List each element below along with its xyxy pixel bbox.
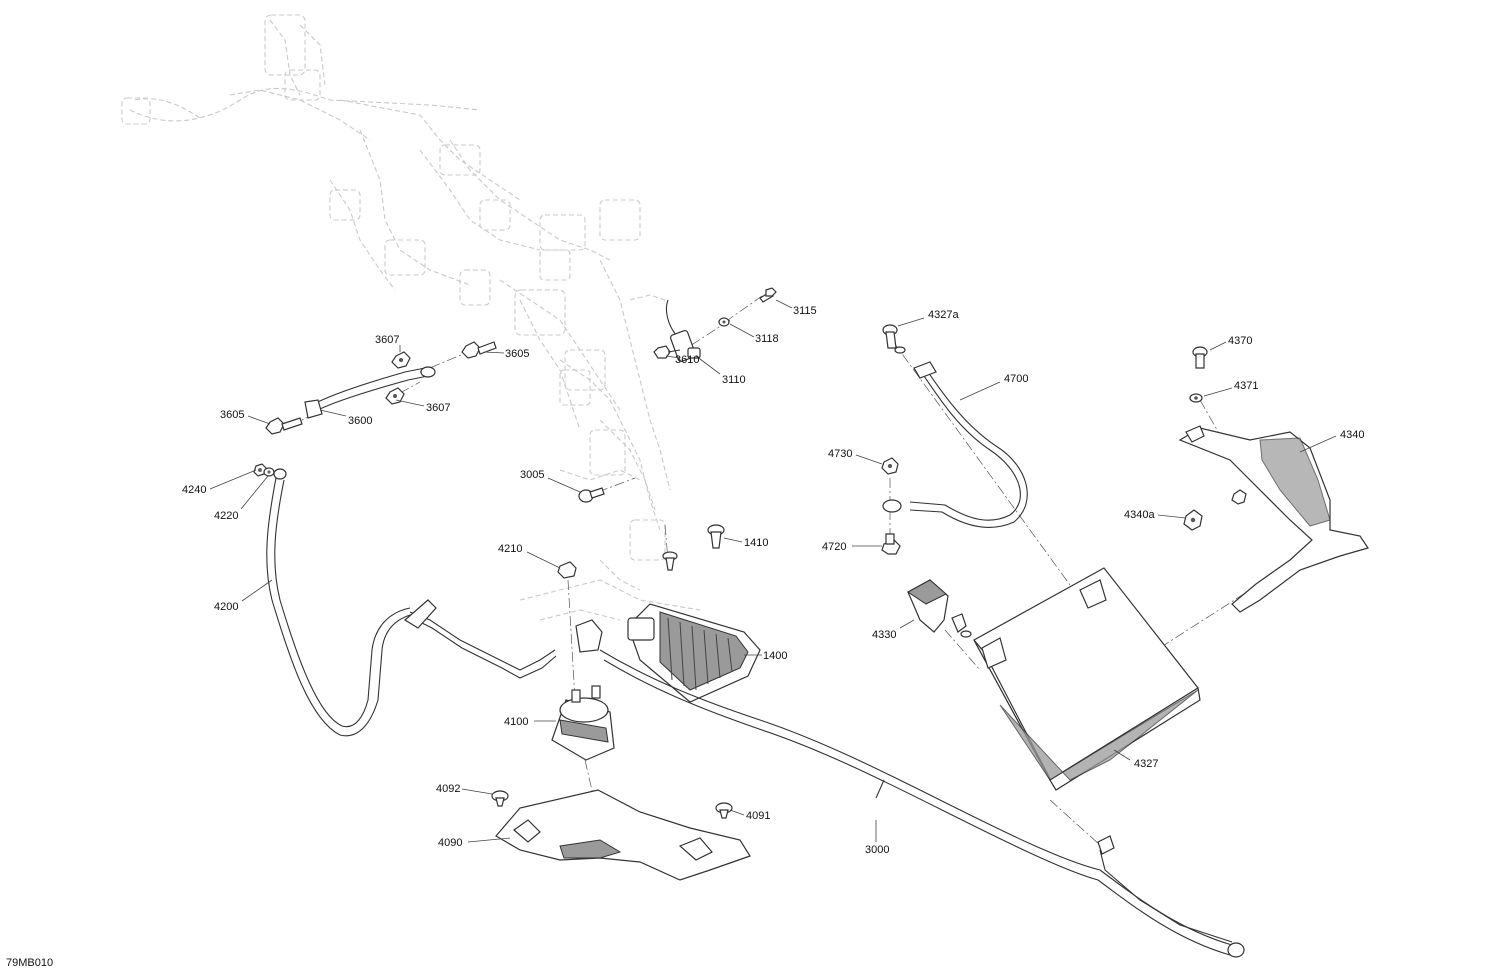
battery-4327 xyxy=(973,567,1201,791)
label-3115: 3115 xyxy=(793,305,817,317)
screw-4092 xyxy=(491,790,509,807)
cable-4700 xyxy=(882,361,1028,528)
nut-4730 xyxy=(881,457,899,475)
screw-3005 xyxy=(578,487,605,503)
label-3607-bottom: 3607 xyxy=(426,402,450,414)
bolt-1410 xyxy=(662,524,725,571)
ground-strap-3600 xyxy=(304,366,436,419)
nut-4210 xyxy=(557,561,577,579)
leader-lines xyxy=(209,299,1337,843)
label-4100: 4100 xyxy=(504,716,528,728)
label-4327: 4327 xyxy=(1134,758,1158,770)
label-3005: 3005 xyxy=(520,469,544,481)
bolt-3605-right xyxy=(461,341,497,359)
label-4340a: 4340a xyxy=(1124,509,1155,521)
screw-3115 xyxy=(759,287,777,303)
nut-3607-bottom xyxy=(385,387,405,405)
screw-3610 xyxy=(653,345,681,359)
ghost-wire-harness xyxy=(121,14,701,621)
label-4330: 4330 xyxy=(872,629,896,641)
label-4200: 4200 xyxy=(214,601,238,613)
washer-4371 xyxy=(1189,393,1203,403)
label-1410: 1410 xyxy=(744,537,768,549)
bolt-4720 xyxy=(881,533,901,555)
label-4090: 4090 xyxy=(438,837,462,849)
label-4092: 4092 xyxy=(436,783,460,795)
label-3607-top: 3607 xyxy=(375,334,399,346)
sensor-3110 xyxy=(665,299,701,362)
washer-4220 xyxy=(263,467,275,477)
label-3600: 3600 xyxy=(348,415,372,427)
label-4730: 4730 xyxy=(828,448,852,460)
label-4327a: 4327a xyxy=(928,309,959,321)
diagram-code: 79MB010 xyxy=(6,957,53,969)
label-4240: 4240 xyxy=(182,484,206,496)
label-4370: 4370 xyxy=(1228,335,1252,347)
solenoid-4100 xyxy=(551,685,615,761)
label-1400: 1400 xyxy=(763,650,787,662)
voltage-regulator-1400 xyxy=(575,603,761,703)
label-3000: 3000 xyxy=(865,844,889,856)
label-4210: 4210 xyxy=(498,543,522,555)
cable-4200 xyxy=(266,468,557,737)
label-3605-left: 3605 xyxy=(220,409,244,421)
cable-3000 xyxy=(599,649,1245,958)
nut-4340a xyxy=(1183,489,1247,531)
bracket-4090 xyxy=(495,789,751,881)
label-4220: 4220 xyxy=(214,510,238,522)
label-3118: 3118 xyxy=(755,333,779,345)
bolt-4327a xyxy=(882,324,906,354)
label-4720: 4720 xyxy=(822,541,846,553)
label-3610: 3610 xyxy=(675,354,699,366)
callout-labels: 3115 3118 3110 3610 3607 3605 3605 3600 … xyxy=(182,305,1364,856)
terminal-cover-4330 xyxy=(907,579,972,638)
bolt-3605-left xyxy=(265,417,303,435)
nut-3607-top xyxy=(391,351,411,369)
washer-3118 xyxy=(718,317,730,327)
label-4091: 4091 xyxy=(746,810,770,822)
bracket-4340 xyxy=(1178,425,1369,613)
label-3605-right: 3605 xyxy=(505,348,529,360)
label-4340: 4340 xyxy=(1340,429,1364,441)
bolt-4370 xyxy=(1192,346,1208,369)
screw-4091 xyxy=(715,802,733,819)
label-4371: 4371 xyxy=(1234,380,1258,392)
label-3110: 3110 xyxy=(722,374,746,386)
label-4700: 4700 xyxy=(1004,373,1028,385)
